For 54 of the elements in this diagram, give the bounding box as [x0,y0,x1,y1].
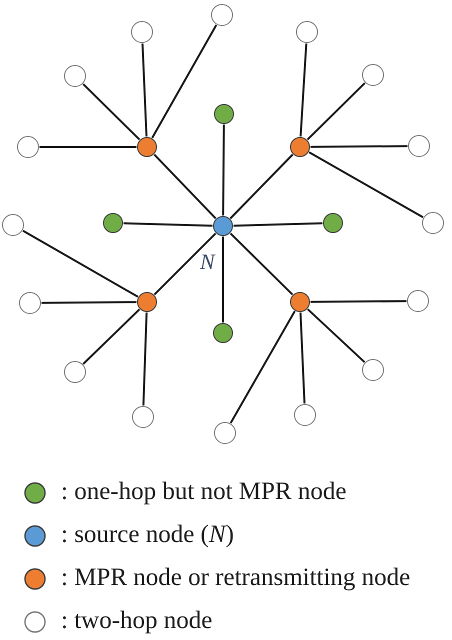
mpr-node [137,137,157,157]
two-hop-node [214,422,236,444]
two-hop-node [2,214,24,236]
connection-line [310,300,406,303]
connection-line [142,43,148,137]
legend-text: : source node (N) [61,521,234,549]
connection-line [306,82,366,140]
two-hop-node [407,290,429,312]
connection-line [230,310,296,424]
connection-line [142,312,148,406]
one-hop-node [103,213,123,233]
connection-line [222,236,224,322]
connection-line [300,43,308,137]
connection-line [308,151,424,218]
one-hop-node [214,104,234,124]
connection-line [307,308,366,363]
connection-line [82,308,140,365]
legend-text: : MPR node or retransmitting node [61,564,410,592]
mpr-node [137,292,157,312]
two-hop-node [132,406,154,428]
two-hop-node [19,292,41,314]
connection-line [310,145,408,148]
connection-line [151,24,218,138]
mpr-node [290,137,310,157]
source-node [213,216,233,236]
two-hop-node [294,404,316,426]
two-hop-node [362,64,384,86]
one-hop-node [213,323,233,343]
connection-line [230,232,294,296]
one-hop-node [323,213,343,233]
two-hop-node [422,212,444,234]
mpr-node [290,292,310,312]
connection-line [123,222,213,227]
connection-line [222,124,225,216]
two-hop-node [362,359,384,381]
two-hop-node [64,361,86,383]
connection-line [40,146,136,148]
legend-text: : one-hop but not MPR node [61,478,346,506]
two-hop-node [131,21,153,43]
connection-line [300,312,306,404]
connection-line [22,230,138,298]
node-label: N [200,251,215,273]
two-hop-node [64,65,86,87]
two-hop-node [17,136,39,158]
two-hop-node [296,21,318,43]
connection-line [230,154,294,220]
legend-text: : two-hop node [61,607,212,635]
connection-line [154,154,216,220]
two-hop-node [211,4,233,26]
connection-line [233,222,323,227]
connection-line [154,232,216,296]
connection-line [82,83,140,140]
connection-line [42,301,137,304]
two-hop-node [408,135,430,157]
